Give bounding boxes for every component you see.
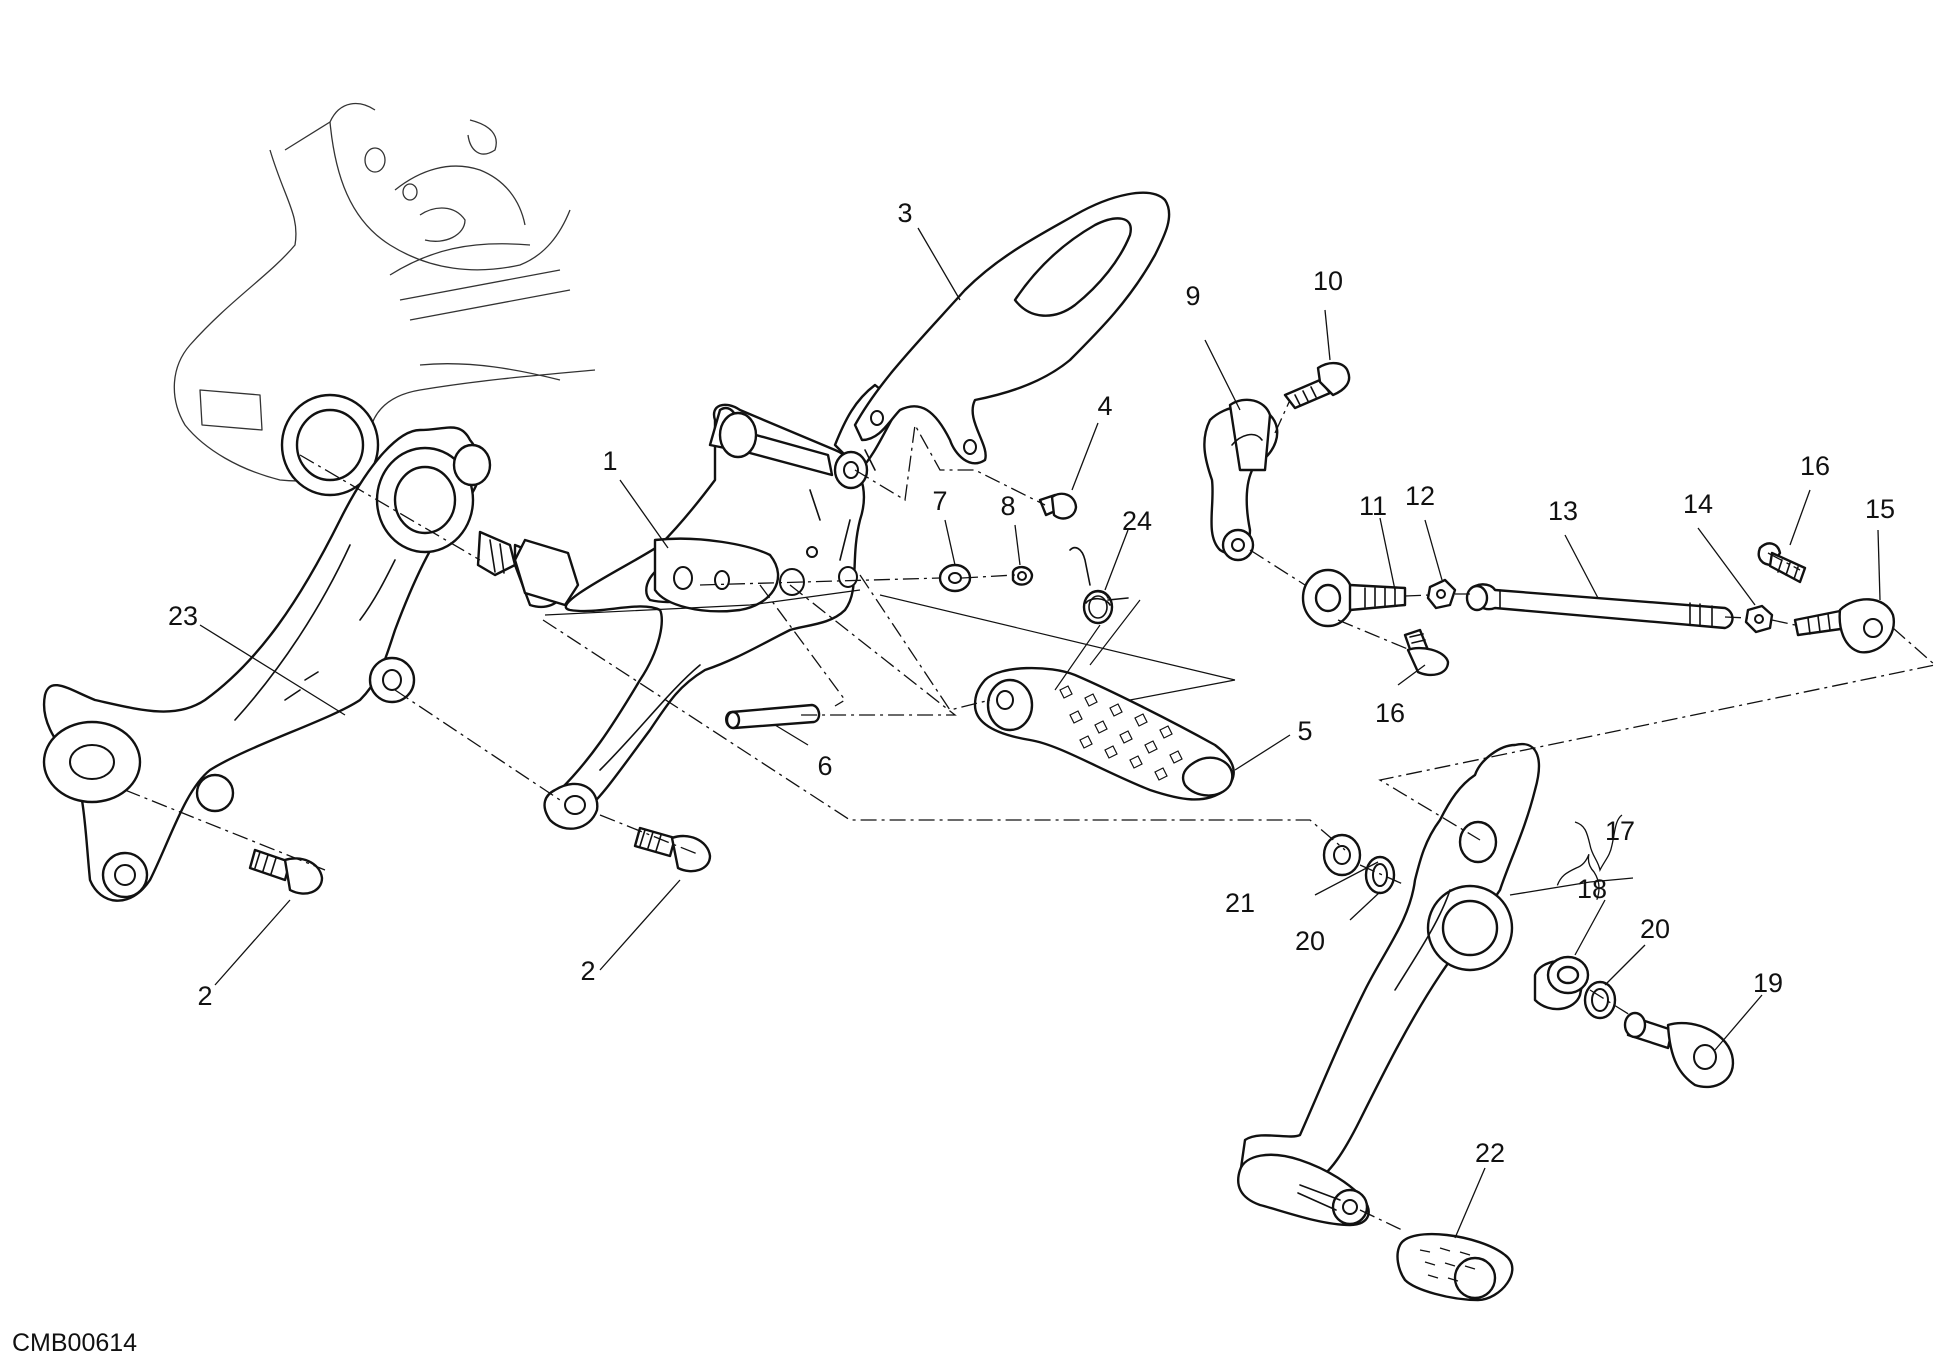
- part-3-heel-guard: [853, 191, 1171, 465]
- frame-outline: [173, 102, 596, 497]
- part-11-rod-end: [1301, 568, 1407, 628]
- callout-1: 1: [602, 446, 617, 476]
- callout-3: 3: [897, 198, 912, 228]
- assembly-centerlines: [124, 399, 1937, 1231]
- callout-2-middle: 2: [580, 956, 595, 986]
- callout-7: 7: [932, 486, 947, 516]
- callout-10: 10: [1313, 266, 1343, 296]
- callout-labels: 1 2 2 3 4 5 6 7 8 9 10 11 12 13 14 15 16…: [12, 198, 1895, 1357]
- callout-2-left: 2: [197, 981, 212, 1011]
- callout-22: 22: [1475, 1138, 1505, 1168]
- callout-6: 6: [817, 751, 832, 781]
- part-10-bolt: [1283, 361, 1351, 410]
- callout-19: 19: [1753, 968, 1783, 998]
- callout-24: 24: [1122, 506, 1152, 536]
- callout-20-left: 20: [1295, 926, 1325, 956]
- callout-17-brace: [1556, 854, 1600, 900]
- part-17-gear-lever: [1237, 742, 1541, 1227]
- part-2-bolt-middle: [633, 826, 712, 873]
- part-22-lever-rubber: [1396, 1232, 1514, 1302]
- callout-20-right: 20: [1640, 914, 1670, 944]
- part-24-spring: [1069, 546, 1129, 625]
- callout-15: 15: [1865, 494, 1895, 524]
- part-2-bolt-left: [248, 848, 324, 895]
- part-16-bolt-upper: [1757, 542, 1807, 584]
- part-8-nut: [1011, 565, 1034, 586]
- callout-11: 11: [1359, 491, 1387, 521]
- part-9-gear-lever-arm: [1203, 398, 1279, 562]
- part-1-footrest-bracket: [543, 383, 902, 830]
- part-23-bracket: [42, 426, 492, 902]
- callout-12: 12: [1405, 481, 1435, 511]
- drawing-code: CMB00614: [12, 1329, 137, 1357]
- callout-18: 18: [1577, 874, 1607, 904]
- callout-13: 13: [1548, 496, 1578, 526]
- part-6-pin: [725, 703, 821, 730]
- part-13-shift-rod: [1465, 583, 1734, 630]
- part-18-bushing: [1533, 955, 1590, 1011]
- callout-8: 8: [1000, 491, 1015, 521]
- callout-5: 5: [1297, 716, 1312, 746]
- frame-bolt: [476, 530, 580, 609]
- bracket-17-brace: [1574, 814, 1623, 872]
- part-14-nut: [1744, 604, 1774, 634]
- callout-16-lower: 16: [1375, 698, 1405, 728]
- part-16-bolt-lower: [1403, 628, 1450, 677]
- part-12-nut: [1426, 578, 1457, 610]
- leader-lines: [199, 227, 1881, 1239]
- callout-23: 23: [168, 601, 198, 631]
- part-20-circlip-right: [1583, 980, 1617, 1020]
- part-4-screw: [1038, 492, 1078, 520]
- callout-17: 17: [1605, 816, 1635, 846]
- part-20-circlip-left: [1364, 855, 1396, 895]
- part-19-pivot-bolt: [1623, 1011, 1735, 1089]
- callout-9: 9: [1185, 281, 1200, 311]
- part-5-footpeg: [973, 666, 1235, 801]
- callout-21: 21: [1225, 888, 1255, 918]
- callout-4: 4: [1097, 391, 1112, 421]
- callout-14: 14: [1683, 489, 1713, 519]
- part-15-rod-end: [1793, 598, 1896, 654]
- callout-16-upper: 16: [1800, 451, 1830, 481]
- part-21-washer: [1322, 833, 1362, 877]
